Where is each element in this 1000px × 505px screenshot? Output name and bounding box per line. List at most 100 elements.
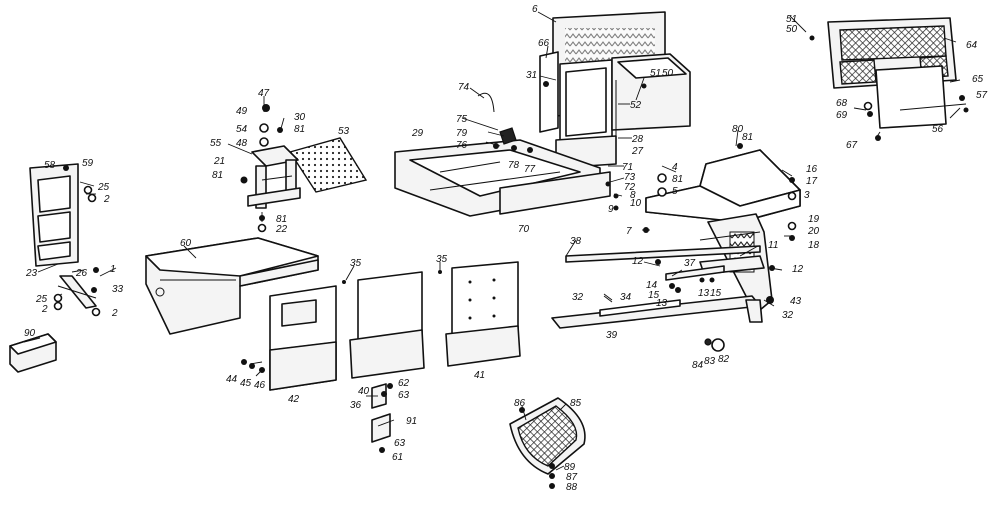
callout-label: 75 bbox=[456, 114, 468, 125]
callout-label: 34 bbox=[620, 292, 632, 303]
callout-label: 47 bbox=[258, 88, 270, 99]
callout-label: 5 bbox=[672, 186, 678, 197]
callout-label: 66 bbox=[538, 38, 550, 49]
fasteners bbox=[53, 35, 969, 489]
callout-label: 62 bbox=[398, 378, 410, 389]
callout-label: 14 bbox=[646, 280, 658, 291]
callout-label: 86 bbox=[514, 398, 526, 409]
leader-lines bbox=[37, 11, 961, 471]
callout-label: 12 bbox=[632, 256, 644, 267]
callout-label: 89 bbox=[564, 462, 576, 473]
callout-label: 40 bbox=[358, 386, 370, 397]
callout-label: 51 bbox=[650, 68, 661, 79]
callout-label: 15 bbox=[648, 290, 660, 301]
callout-label: 27 bbox=[631, 146, 644, 157]
panel-part-41 bbox=[445, 261, 521, 367]
callout-label: 41 bbox=[474, 370, 485, 381]
callout-label: 60 bbox=[180, 238, 192, 249]
fan-guard-part-85 bbox=[509, 397, 586, 475]
callout-label: 82 bbox=[718, 354, 730, 365]
callout-label: 9 bbox=[608, 204, 614, 215]
callout-label: 73 bbox=[624, 172, 636, 183]
callout-label: 11 bbox=[768, 240, 778, 251]
callout-label: 38 bbox=[570, 236, 582, 247]
callout-label: 13 bbox=[656, 298, 668, 309]
callout-label: 84 bbox=[692, 360, 704, 371]
panel-part-40 bbox=[349, 271, 425, 379]
callout-label: 35 bbox=[350, 258, 362, 269]
callout-label: 91 bbox=[406, 416, 417, 427]
callout-label: 65 bbox=[972, 74, 984, 85]
body-panel-part-60 bbox=[145, 237, 319, 335]
callout-label: 81 bbox=[276, 214, 287, 225]
rails-parts-38-39 bbox=[551, 245, 763, 329]
callout-label: 17 bbox=[806, 176, 818, 187]
small-bracket-part-91 bbox=[371, 383, 391, 443]
toolbox-part-90 bbox=[9, 333, 57, 373]
callout-label: 69 bbox=[836, 110, 848, 121]
callout-label: 77 bbox=[524, 164, 536, 175]
top-plate-part-3 bbox=[645, 149, 801, 223]
left-frame-part-58 bbox=[29, 163, 79, 267]
callout-label: 2 bbox=[103, 194, 110, 205]
callout-label: 83 bbox=[704, 356, 716, 367]
callout-label: 20 bbox=[807, 226, 820, 237]
callout-label: 43 bbox=[790, 296, 802, 307]
callout-label: 74 bbox=[458, 82, 470, 93]
callout-label: 76 bbox=[456, 140, 468, 151]
callout-label: 71 bbox=[622, 162, 633, 173]
callout-label: 28 bbox=[631, 134, 644, 145]
callout-label: 46 bbox=[254, 380, 266, 391]
callout-label: 81 bbox=[672, 174, 683, 185]
callout-label: 63 bbox=[394, 438, 406, 449]
callout-label: 36 bbox=[350, 400, 362, 411]
callout-label: 48 bbox=[236, 138, 248, 149]
callout-label: 53 bbox=[338, 126, 350, 137]
callout-label: 35 bbox=[436, 254, 448, 265]
callout-label: 79 bbox=[456, 128, 468, 139]
callout-label: 64 bbox=[966, 40, 978, 51]
callout-label: 44 bbox=[226, 374, 238, 385]
callout-label: 51 bbox=[786, 14, 797, 25]
callout-label: 12 bbox=[792, 264, 804, 275]
callout-label: 50 bbox=[786, 24, 798, 35]
callout-label: 87 bbox=[566, 472, 578, 483]
callout-label: 49 bbox=[236, 106, 248, 117]
callout-label: 7 bbox=[626, 226, 632, 237]
callout-label: 63 bbox=[398, 390, 410, 401]
callout-label: 88 bbox=[566, 482, 578, 493]
callout-label: 45 bbox=[240, 378, 252, 389]
knob-parts-82-84 bbox=[704, 338, 725, 352]
callout-label: 81 bbox=[212, 170, 223, 181]
callout-label: 32 bbox=[572, 292, 584, 303]
callout-label: 67 bbox=[846, 140, 858, 151]
callout-label: 25 bbox=[97, 182, 110, 193]
callout-label: 8 bbox=[630, 190, 636, 201]
callout-label: 81 bbox=[742, 132, 753, 143]
callout-label: 4 bbox=[672, 162, 678, 173]
callout-label: 2 bbox=[111, 308, 118, 319]
callout-label: 32 bbox=[782, 310, 794, 321]
callout-label: 90 bbox=[24, 328, 36, 339]
callout-label: 23 bbox=[25, 268, 38, 279]
callout-label: 25 bbox=[35, 294, 48, 305]
callout-label: 50 bbox=[662, 68, 674, 79]
callout-label: 55 bbox=[210, 138, 222, 149]
callout-label: 78 bbox=[508, 160, 520, 171]
callout-label: 30 bbox=[294, 112, 306, 123]
callout-label: 58 bbox=[44, 160, 56, 171]
callout-label: 81 bbox=[294, 124, 305, 135]
callout-label: 29 bbox=[411, 128, 424, 139]
callout-label: 80 bbox=[732, 124, 744, 135]
callout-label: 16 bbox=[806, 164, 818, 175]
callout-label: 2 bbox=[41, 304, 48, 315]
callout-label: 6 bbox=[532, 4, 538, 15]
perforated-plate-part-53 bbox=[288, 137, 368, 193]
callout-label: 57 bbox=[976, 90, 988, 101]
door-panel-part-42 bbox=[269, 285, 337, 391]
callout-label: 68 bbox=[836, 98, 848, 109]
callout-label: 37 bbox=[684, 258, 696, 269]
callout-label: 21 bbox=[213, 156, 225, 167]
callout-label: 26 bbox=[75, 268, 88, 279]
